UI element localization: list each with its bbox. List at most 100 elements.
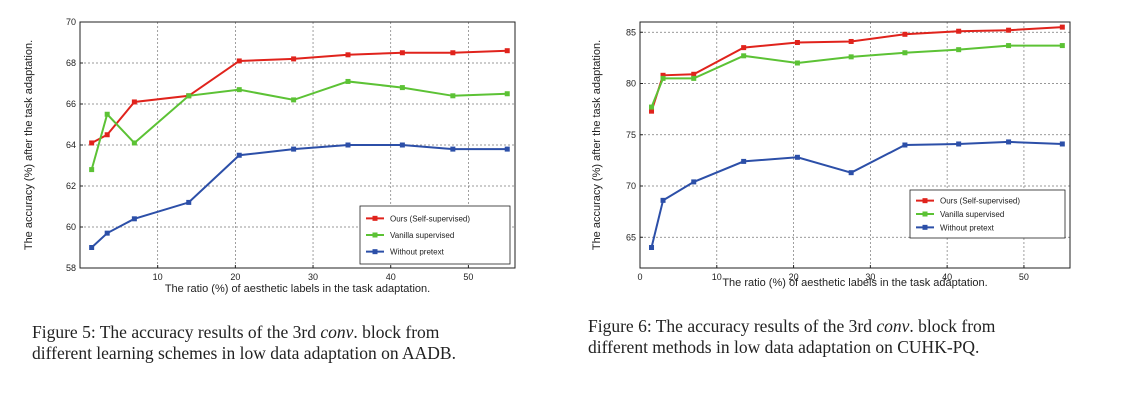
data-point — [649, 245, 655, 250]
data-point — [186, 199, 192, 205]
y-axis-title: The accuracy (%) after the task adaptati… — [591, 40, 603, 250]
data-point — [902, 50, 908, 56]
data-point — [89, 140, 95, 146]
caption-emphasis: conv — [876, 316, 910, 336]
y-tick-label: 64 — [66, 140, 76, 150]
legend-label: Without pretext — [940, 223, 995, 232]
data-point — [89, 245, 95, 250]
data-point — [1006, 43, 1012, 49]
y-tick-label: 75 — [626, 130, 636, 140]
figure-6-caption: Figure 6: The accuracy results of the 3r… — [588, 316, 995, 358]
data-point — [741, 158, 747, 164]
x-tick-label: 20 — [789, 272, 799, 282]
data-point — [399, 85, 405, 91]
x-tick-label: 40 — [386, 272, 396, 282]
legend-label: Vanilla supervised — [940, 210, 1004, 219]
y-tick-label: 68 — [66, 58, 76, 68]
legend-swatch-marker — [922, 224, 928, 230]
series-line — [91, 49, 508, 144]
x-tick-label: 10 — [712, 272, 722, 282]
x-tick-label: 50 — [463, 272, 473, 282]
caption-text: Figure 6: The accuracy results of the 3r… — [588, 316, 877, 336]
data-point — [131, 140, 137, 146]
y-tick-label: 70 — [626, 181, 636, 191]
x-tick-label: 0 — [637, 272, 642, 282]
x-tick-label: 10 — [153, 272, 163, 282]
data-point — [902, 31, 908, 37]
y-tick-label: 58 — [66, 263, 76, 273]
data-point — [236, 58, 242, 64]
data-point — [89, 167, 95, 173]
data-point — [691, 71, 697, 77]
x-tick-label: 20 — [230, 272, 240, 282]
legend-swatch-marker — [922, 211, 928, 217]
legend-label: Ours (Self-supervised) — [390, 214, 470, 223]
data-point — [848, 54, 854, 60]
data-point — [649, 108, 655, 114]
x-axis-title: The ratio (%) of aesthetic labels in the… — [722, 277, 987, 289]
y-tick-label: 60 — [66, 222, 76, 232]
data-point — [345, 78, 351, 84]
data-point — [794, 154, 800, 160]
data-point — [399, 142, 405, 148]
caption-emphasis: conv — [320, 322, 354, 342]
caption-text: . block from — [909, 316, 996, 336]
caption-text: . block from — [353, 322, 440, 342]
y-tick-label: 80 — [626, 79, 636, 89]
data-point — [399, 50, 405, 56]
data-point — [794, 60, 800, 66]
data-point — [345, 142, 351, 148]
x-tick-label: 40 — [942, 272, 952, 282]
data-point — [291, 56, 297, 62]
y-tick-label: 70 — [66, 17, 76, 27]
data-point — [104, 230, 110, 236]
x-tick-label: 30 — [308, 272, 318, 282]
data-point — [691, 179, 697, 185]
data-point — [450, 50, 456, 56]
legend-swatch-marker — [922, 198, 928, 204]
data-point — [660, 197, 666, 203]
data-point — [848, 170, 854, 176]
legend-swatch-marker — [372, 249, 378, 255]
data-point — [131, 216, 137, 222]
y-tick-label: 65 — [626, 232, 636, 242]
data-point — [660, 72, 666, 78]
data-point — [450, 93, 456, 99]
data-point — [741, 45, 747, 51]
data-point — [345, 52, 351, 58]
caption-text: Figure 5: The accuracy results of the 3r… — [32, 322, 321, 342]
data-point — [956, 47, 962, 53]
series-line — [90, 144, 508, 249]
y-tick-label: 85 — [626, 27, 636, 37]
legend — [909, 189, 1066, 239]
figure-5-caption: Figure 5: The accuracy results of the 3r… — [32, 322, 456, 364]
data-point — [236, 152, 242, 158]
figure-6-caption-line-1: Figure 6: The accuracy results of the 3r… — [588, 316, 995, 337]
figure-6-caption-line-2: different methods in low data adaptation… — [588, 337, 980, 357]
data-point — [1059, 141, 1065, 147]
legend-label: Vanilla supervised — [390, 231, 454, 240]
data-point — [504, 146, 510, 152]
data-point — [902, 142, 908, 148]
data-point — [794, 40, 800, 45]
figure-5-caption-line-2: different learning schemes in low data a… — [32, 343, 456, 363]
data-point — [848, 38, 854, 44]
series-line — [650, 44, 1063, 108]
data-point — [186, 93, 192, 99]
data-point — [956, 28, 962, 34]
data-point — [291, 97, 297, 103]
y-axis-title: The accuracy (%) after the task adaptati… — [23, 40, 35, 250]
x-axis-title: The ratio (%) of aesthetic labels in the… — [165, 283, 430, 295]
data-point — [660, 75, 666, 81]
data-point — [649, 104, 655, 110]
data-point — [450, 146, 456, 152]
legend-label: Without pretext — [390, 248, 445, 257]
x-tick-label: 30 — [865, 272, 875, 282]
legend-label: Ours (Self-supervised) — [940, 197, 1020, 206]
series-line — [90, 80, 508, 170]
legend-swatch-marker — [372, 215, 378, 221]
data-point — [1006, 27, 1012, 33]
